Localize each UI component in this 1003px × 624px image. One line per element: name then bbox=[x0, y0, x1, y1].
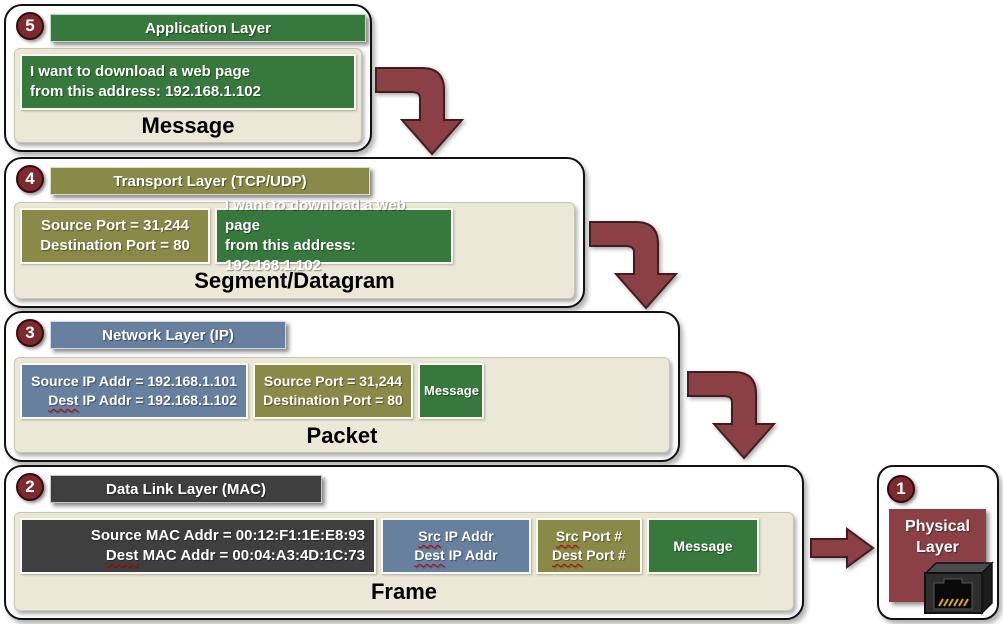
datalink-layer-header: Data Link Layer (MAC) bbox=[50, 475, 322, 503]
message-line-1: I want to download a web page bbox=[30, 62, 251, 80]
application-layer-box: 5 Application Layer I want to download a… bbox=[4, 4, 372, 152]
layer-number-badge-1: 1 bbox=[887, 475, 915, 503]
dest-mac-line: Dest MAC Addr = 00:04:A3:4D:1C:73 bbox=[105, 547, 365, 564]
tcp-ports-cell: Source Port = 31,244 Destination Port = … bbox=[253, 363, 413, 419]
message-line-2: from this address: 192.168.1.102 bbox=[225, 237, 356, 275]
network-payload: Source IP Addr = 192.168.1.101 Dest IP A… bbox=[14, 357, 670, 453]
transport-payload: Source Port = 31,244 Destination Port = … bbox=[14, 197, 575, 299]
message-cell: I want to download a web page from this … bbox=[20, 54, 356, 110]
destination-port-line: Destination Port = 80 bbox=[263, 392, 403, 408]
network-layer-header: Network Layer (IP) bbox=[50, 321, 286, 349]
application-payload: I want to download a web page from this … bbox=[14, 48, 362, 143]
transport-layer-header: Transport Layer (TCP/UDP) bbox=[50, 167, 370, 195]
encapsulation-bent-arrow-network-to-datalink bbox=[687, 371, 777, 460]
message-cell: I want to download a web page from this … bbox=[215, 197, 453, 274]
mac-addresses-cell: Source MAC Addr = 00:12:F1:1E:E8:93 Dest… bbox=[20, 518, 376, 574]
layer-number-badge-3: 3 bbox=[16, 319, 44, 347]
datalink-layer-box: 2 Data Link Layer (MAC) Source MAC Addr … bbox=[4, 465, 804, 620]
layer-number-badge-4: 4 bbox=[16, 165, 44, 193]
destination-port-line: Destination Port = 80 bbox=[40, 237, 190, 254]
tcp-ports-cell: Source Port = 31,244 Destination Port = … bbox=[20, 208, 210, 264]
ip-addresses-cell: Source IP Addr = 192.168.1.101 Dest IP A… bbox=[20, 363, 248, 419]
pdu-label-packet: Packet bbox=[306, 422, 378, 448]
network-layer-box: 3 Network Layer (IP) Source IP Addr = 19… bbox=[4, 311, 680, 462]
layer-number-badge-2: 2 bbox=[16, 473, 44, 501]
dest-port-line: Dest Port # bbox=[552, 547, 626, 563]
pdu-label-segment-datagram: Segment/Datagram bbox=[194, 268, 395, 293]
pdu-label-frame: Frame bbox=[370, 579, 438, 604]
dest-ip-line: Dest IP Addr bbox=[414, 547, 498, 563]
physical-layer-box: 1 Physical Layer bbox=[877, 465, 999, 620]
arrow-datalink-to-physical bbox=[810, 527, 875, 569]
dest-ip-line: Dest IP Addr = 192.168.1.102 bbox=[48, 392, 237, 408]
source-port-line: Source Port = 31,244 bbox=[263, 373, 403, 390]
datalink-payload: Source MAC Addr = 00:12:F1:1E:E8:93 Dest… bbox=[14, 512, 794, 611]
ports-cell: Src Port # Dest Port # bbox=[536, 518, 642, 574]
source-ip-line: Source IP Addr = 192.168.1.101 bbox=[31, 373, 237, 390]
encapsulation-bent-arrow-app-to-transport bbox=[375, 67, 465, 156]
ethernet-jack-icon bbox=[924, 561, 994, 615]
source-port-line: Source Port = 31,244 bbox=[41, 216, 189, 234]
application-layer-header: Application Layer bbox=[50, 14, 366, 42]
src-port-line: Src Port # bbox=[555, 528, 623, 545]
src-ip-line: Src IP Addr bbox=[418, 528, 494, 545]
transport-layer-box: 4 Transport Layer (TCP/UDP) Source Port … bbox=[4, 157, 585, 308]
pdu-label-message: Message bbox=[141, 113, 235, 138]
message-cell: Message bbox=[647, 518, 759, 574]
message-line-1: I want to download a web page bbox=[225, 196, 406, 234]
layer-number-badge-5: 5 bbox=[16, 12, 44, 40]
source-mac-line: Source MAC Addr = 00:12:F1:1E:E8:93 bbox=[90, 526, 365, 544]
ip-addresses-cell: Src IP Addr Dest IP Addr bbox=[381, 518, 531, 574]
encapsulation-bent-arrow-transport-to-network bbox=[589, 221, 679, 310]
message-line-2: from this address: 192.168.1.102 bbox=[30, 83, 261, 100]
message-cell: Message bbox=[418, 363, 484, 419]
